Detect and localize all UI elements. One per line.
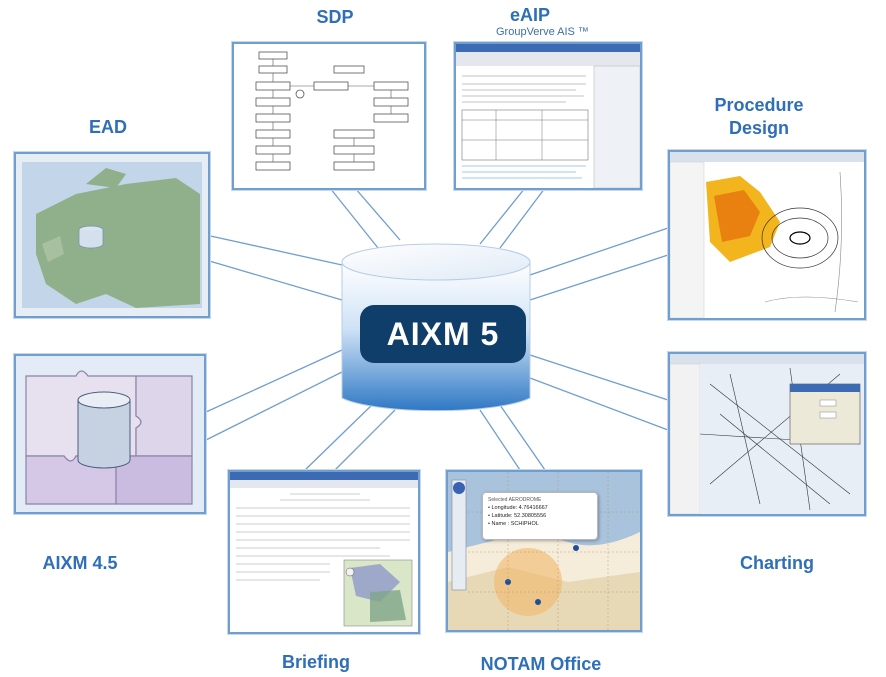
puzzle-database-icon [25, 370, 193, 505]
connector-ead [205, 234, 343, 266]
notam-office-label: NOTAM Office [480, 654, 602, 674]
flowchart-icon [255, 51, 409, 171]
center-title: AIXM 5 [360, 305, 526, 363]
ead-thumbnail [14, 152, 210, 318]
connector-ead-2 [205, 259, 343, 301]
connector-aixm45 [205, 349, 343, 413]
connector-eaip [479, 187, 526, 245]
connector-procedure-2 [529, 254, 669, 301]
sdp-label: SDP [316, 7, 354, 27]
popup-longitude: • Longitude: 4.76416667 [488, 505, 548, 511]
charting-label: Charting [740, 553, 814, 573]
europe-map-icon [22, 162, 202, 308]
eaip-thumbnail [454, 42, 642, 190]
briefing-report-icon [230, 472, 418, 627]
connector-sdp-2 [354, 187, 401, 241]
connector-aixm45-2 [205, 371, 343, 441]
sdp-thumbnail [232, 42, 426, 190]
charting-thumbnail [668, 352, 866, 516]
briefing-thumbnail [228, 470, 420, 634]
procedure-design-label-line1: Procedure [714, 95, 804, 115]
chart-editor-icon [670, 354, 864, 514]
procedure-map-icon [670, 152, 864, 318]
connector-eaip-2 [499, 187, 546, 249]
connector-charting [529, 354, 669, 401]
connector-notam-2 [499, 404, 546, 471]
ead-label: EAD [88, 117, 127, 137]
connector-notam [479, 409, 521, 471]
document-editor-icon [456, 44, 640, 188]
eaip-sublabel: GroupVerve AIS ™ [496, 26, 589, 38]
connector-charting-2 [529, 377, 669, 431]
aixm45-label: AIXM 4.5 [42, 553, 118, 573]
procedure-design-thumbnail [668, 150, 866, 320]
connector-briefing-2 [334, 409, 396, 471]
connector-sdp [329, 187, 379, 249]
aerodrome-info-popup: Selected AERODROME • Longitude: 4.764166… [482, 492, 598, 540]
briefing-label: Briefing [281, 652, 350, 672]
popup-title: Selected AERODROME [488, 497, 542, 503]
connector-briefing [304, 401, 376, 471]
popup-latitude: • Latitude: 52.30805556 [488, 513, 547, 519]
eaip-label: eAIP [509, 5, 551, 25]
procedure-design-label-line2: Design [728, 118, 789, 138]
notam-office-thumbnail: Selected AERODROME • Longitude: 4.764166… [446, 470, 642, 632]
connector-procedure [529, 227, 669, 276]
aixm45-thumbnail [14, 354, 206, 514]
popup-name: • Name : SCHIPHOL [488, 521, 539, 527]
